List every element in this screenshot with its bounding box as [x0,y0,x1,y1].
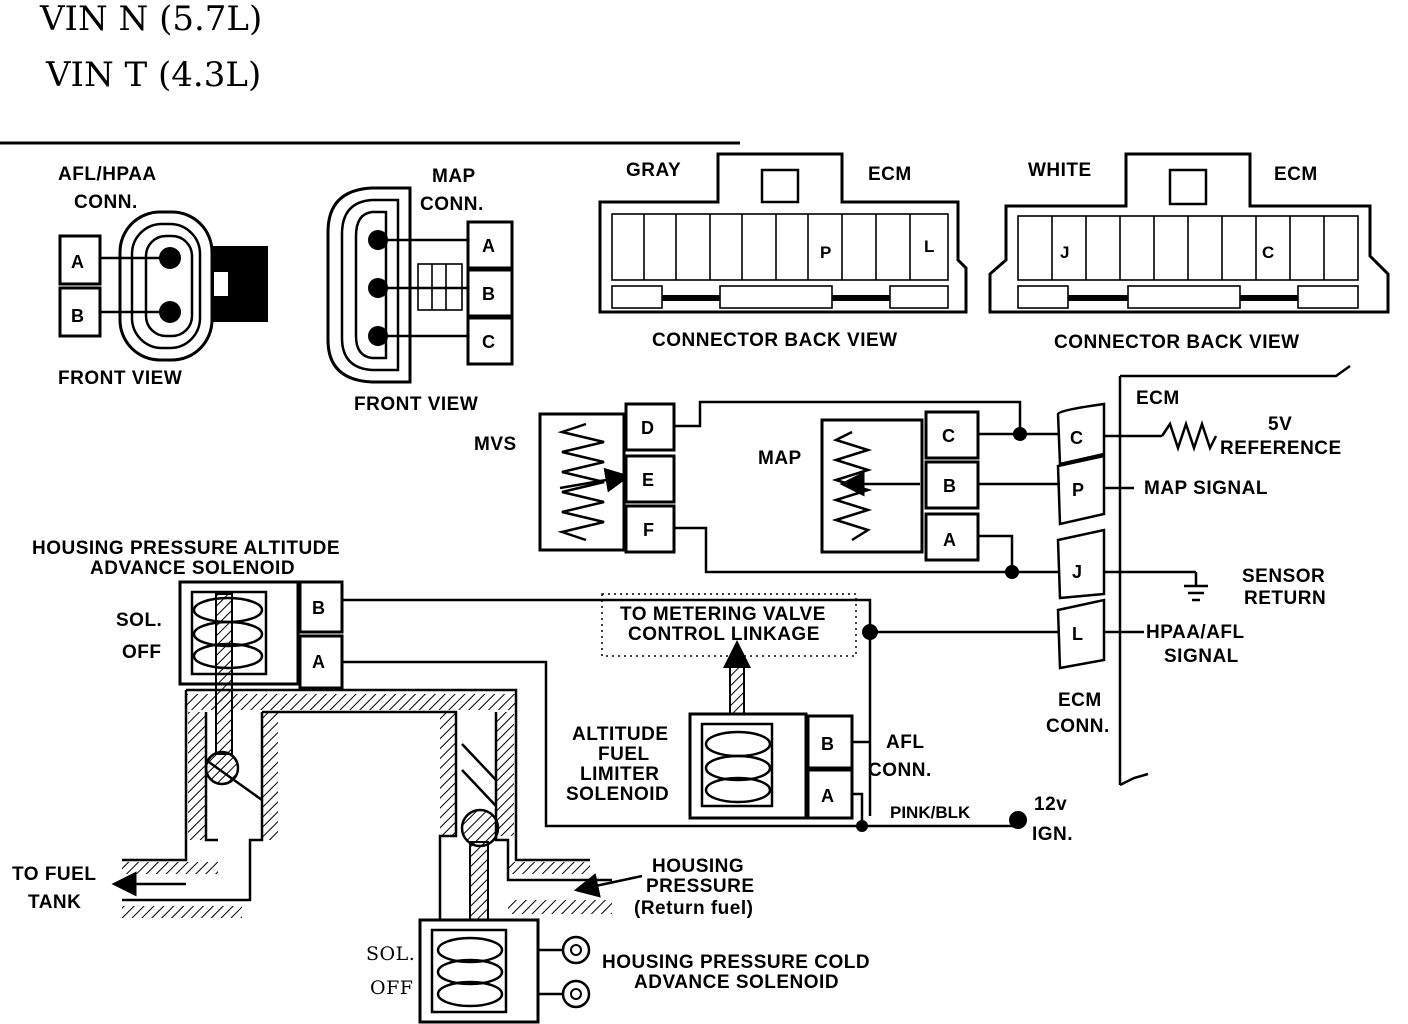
fuel-tank-label-1: TO FUEL [12,864,96,885]
afl-conn-2: CONN. [868,760,932,781]
afl-line-4: SOLENOID [566,784,669,805]
ignition-feed: PINK/BLK 12v IGN. [890,794,1073,845]
cold-valve-ball [460,808,500,848]
vin-n-label: VIN N (5.7L) [39,0,262,39]
housing-body [111,688,643,939]
white-view: CONNECTOR BACK VIEW [1054,332,1300,353]
hpaa-pin-a: A [312,652,325,672]
afl-line-3: LIMITER [580,764,660,785]
afl-solenoid: ALTITUDE FUEL LIMITER SOLENOID B A AFL C… [566,712,932,832]
hpaa-title-1: HOUSING PRESSURE ALTITUDE [32,538,340,559]
ecm-sensor: SENSOR [1242,566,1325,587]
map-sensor-pin-b: B [943,476,956,496]
map-conn-pin-c: C [482,332,495,352]
mvs-pin-e: E [642,470,654,490]
cold-advance-solenoid: SOL. OFF HOUSING PRESSURE COLD ADVANCE S… [366,918,870,1024]
ecm-conn-label: ECM [1058,690,1102,711]
hpaa-title-2: ADVANCE SOLENOID [90,558,295,579]
housing-pressure-1: HOUSING [652,856,744,877]
afl-hpaa-title-conn: CONN. [74,192,138,213]
map-sensor: MAP C B A [758,410,980,562]
ecm-label: ECM [1136,388,1180,409]
hpaa-valve-ball [204,750,240,786]
map-conn-title: MAP [432,166,476,187]
ecm-pin-j: J [1072,562,1082,582]
metering-line-2: CONTROL LINKAGE [628,624,820,645]
cold-title-1: HOUSING PRESSURE COLD [602,952,870,973]
white-label: WHITE [1028,160,1092,181]
sensor-wiring [674,400,1060,640]
ecm-pin-p: P [1072,480,1084,500]
afl-conn-1: AFL [886,732,924,753]
afl-line-2: FUEL [598,744,650,765]
hpaa-solenoid: HOUSING PRESSURE ALTITUDE ADVANCE SOLENO… [32,538,1018,828]
ecm-pin-l: L [1072,624,1083,644]
ecm-map-signal: MAP SIGNAL [1144,478,1268,499]
gray-ecm-label: ECM [868,164,912,185]
afl-hpaa-view: FRONT VIEW [58,368,182,389]
gray-label: GRAY [626,160,681,181]
ecm-signal: SIGNAL [1164,646,1239,667]
gray-ecm-connector: GRAY ECM P L CONNECTOR BACK VIEW [598,152,968,351]
map-sensor-pin-a: A [943,530,956,550]
vin-t-label: VIN T (4.3L) [45,55,261,95]
ecm-conn-label-2: CONN. [1046,716,1110,737]
map-sensor-label: MAP [758,448,802,469]
map-conn-title-conn: CONN. [420,194,484,215]
white-pin-c: C [1262,243,1274,262]
hpaa-sol: SOL. [116,610,162,631]
white-ecm-label: ECM [1274,164,1318,185]
afl-hpaa-connector: AFL/HPAA CONN. A B FRONT VIEW [58,164,268,389]
ecm-module: ECM C P J L 5V REFERENCE MAP SIGNAL SENS… [1046,364,1351,787]
map-sensor-pin-c: C [942,426,955,446]
fuel-tank-label-2: TANK [28,892,81,913]
ecm-hpaa-afl: HPAA/AFL [1146,622,1245,643]
afl-hpaa-pin-b: B [71,306,84,326]
ecm-return: RETURN [1244,588,1326,609]
ign-label: IGN. [1032,824,1073,845]
mvs-sensor: MVS D E F [474,402,676,554]
cold-off: OFF [370,977,413,999]
ecm-reference: REFERENCE [1220,438,1342,459]
housing-pressure-3: (Return fuel) [634,898,753,919]
ecm-pin-c: C [1070,428,1083,448]
gray-pin-l: L [924,237,934,256]
mvs-pin-f: F [643,520,654,540]
metering-line-1: TO METERING VALVE [620,604,826,625]
afl-hpaa-title: AFL/HPAA [58,164,157,185]
gray-pin-p: P [820,243,831,262]
pink-blk-label: PINK/BLK [890,803,971,822]
white-pin-j: J [1060,243,1069,262]
hpaa-pin-b: B [312,598,325,618]
mvs-pin-d: D [641,418,654,438]
mvs-label: MVS [474,434,517,455]
cold-title-2: ADVANCE SOLENOID [634,972,839,993]
map-conn-pin-b: B [482,284,495,304]
afl-hpaa-pin-a: A [71,252,84,272]
white-ecm-connector: WHITE ECM J C CONNECTOR BACK VIEW [988,152,1390,353]
map-connector: MAP CONN. A B C FRONT VIEW [326,166,514,415]
afl-pin-a: A [821,786,834,806]
map-conn-pin-a: A [482,236,495,256]
ign-12v: 12v [1034,794,1067,815]
afl-line-1: ALTITUDE [572,724,669,745]
hpaa-off: OFF [122,642,162,663]
ecm-5v: 5V [1268,414,1292,435]
cold-sol: SOL. [366,943,415,965]
gray-view: CONNECTOR BACK VIEW [652,330,898,351]
map-conn-view: FRONT VIEW [354,394,478,415]
housing-pressure-2: PRESSURE [646,876,755,897]
afl-pin-b: B [821,734,834,754]
